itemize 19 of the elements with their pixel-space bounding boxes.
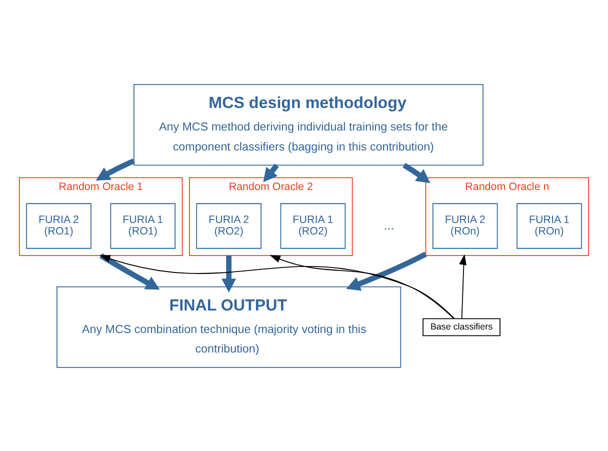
node-box: Base classifiers xyxy=(422,318,500,336)
arrow xyxy=(459,254,466,318)
node-box: FURIA 1 (ROn) xyxy=(516,202,582,248)
node-box: FURIA 2 (RO2) xyxy=(196,202,262,248)
node-box: FURIA 2 (RO1) xyxy=(26,202,92,248)
node-box: FURIA 1 (RO1) xyxy=(110,202,176,248)
label: ... xyxy=(384,218,394,232)
node-box: FURIA 1 (RO2) xyxy=(280,202,346,248)
node-box: FURIA 2 (ROn) xyxy=(432,202,498,248)
arrow xyxy=(346,251,427,290)
arrow xyxy=(402,162,430,183)
node-box: MCS design methodology Any MCS method deriving individual training sets for the component classifiers (bagging in this contribution) xyxy=(134,84,484,166)
arrow xyxy=(222,255,236,292)
arrow xyxy=(96,158,135,180)
arrow xyxy=(99,252,160,290)
arrow xyxy=(100,254,455,319)
arrow xyxy=(263,163,279,182)
arrow xyxy=(270,254,454,319)
node-box: FINAL OUTPUT Any MCS combination technique (majority voting in this contribution) xyxy=(56,286,402,368)
